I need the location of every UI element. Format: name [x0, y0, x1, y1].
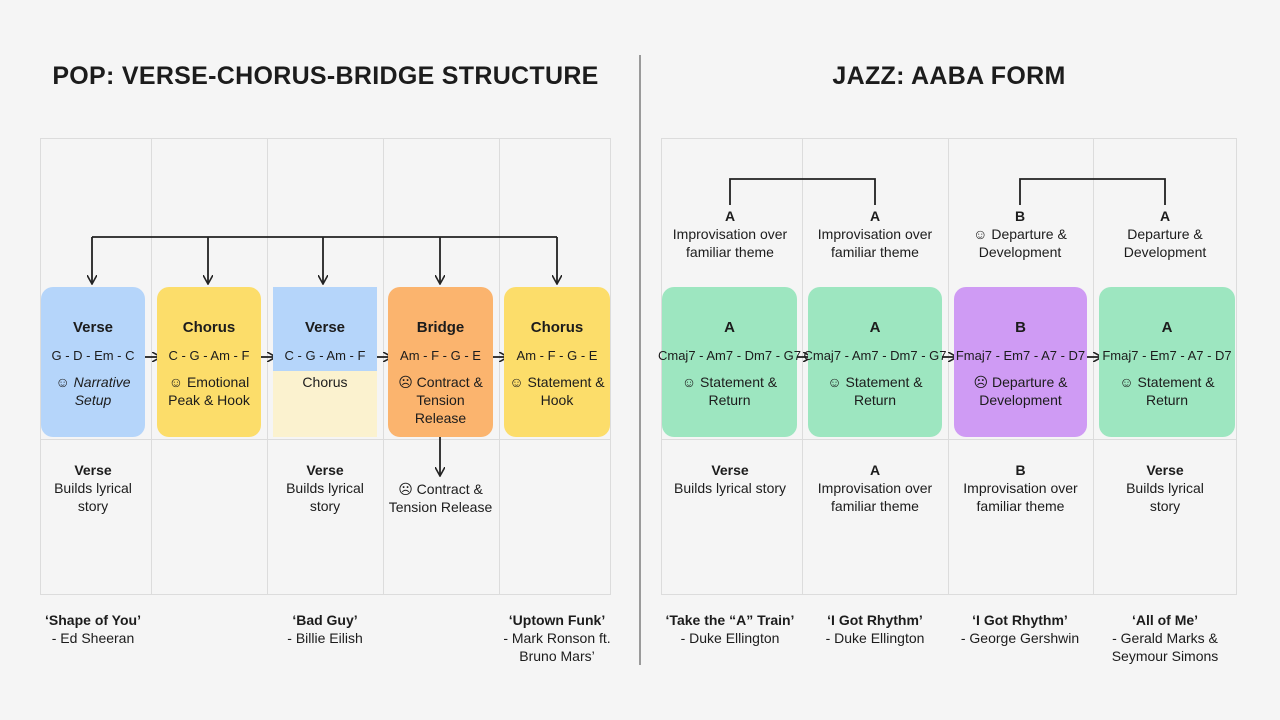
description-heading: Verse: [1146, 462, 1184, 478]
label-heading: A: [1159, 208, 1171, 224]
label-heading: A: [724, 208, 736, 224]
song-artist: - Duke Ellington: [680, 630, 780, 646]
jazz-description: Verse Builds lyrical story: [662, 461, 798, 497]
jazz-section-a-1: A Cmaj7 - Am7 - Dm7 - G7 ☺ Statement & R…: [658, 287, 801, 437]
song-artist: - Duke Ellington: [825, 630, 925, 646]
jazz-description: A Improvisation over familiar theme: [807, 461, 943, 515]
song-title: ‘Uptown Funk’: [508, 612, 606, 628]
section-name: A: [1161, 319, 1173, 336]
section-note: ☺ Statement & Return: [827, 374, 923, 408]
song-artist: - George Gershwin: [960, 630, 1080, 646]
song-artist: - Gerald Marks & Seymour Simons: [1111, 630, 1219, 664]
song-artist: - Ed Sheeran: [51, 630, 135, 646]
description-text: Improvisation over familiar theme: [817, 480, 933, 514]
section-note: ☺ Narrative Setup: [55, 374, 131, 408]
pop-section-chorus-2: Chorus Am - F - G - E ☺ Statement & Hook: [504, 287, 610, 437]
label-text: Improvisation over familiar theme: [817, 226, 933, 260]
chord-progression: C - G - Am - F: [168, 348, 250, 363]
description-text: ☹ Contract & Tension Release: [388, 481, 493, 515]
section-note: ☺ Statement & Return: [681, 374, 778, 408]
jazz-description: Verse Builds lyrical story: [1117, 461, 1213, 515]
description-heading: B: [1015, 462, 1026, 478]
jazz-song-example: ‘I Got Rhythm’ - Duke Ellington: [807, 611, 943, 647]
label-heading: B: [1014, 208, 1026, 224]
label-text: ☺ Departure & Development: [973, 226, 1067, 260]
description-text: Builds lyrical story: [54, 480, 132, 514]
section-name: A: [724, 319, 735, 336]
song-artist: - Mark Ronson ft. Bruno Mars’: [503, 630, 611, 664]
song-title: ‘I Got Rhythm’: [827, 612, 923, 628]
section-name: B: [1015, 319, 1026, 336]
section-name: Chorus: [530, 319, 584, 336]
pop-title: POP: VERSE-CHORUS-BRIDGE STRUCTURE: [52, 62, 599, 90]
pop-song-example: ‘Uptown Funk’ - Mark Ronson ft. Bruno Ma…: [497, 611, 617, 665]
song-title: ‘Shape of You’: [45, 612, 141, 628]
jazz-section-a-2: A Cmaj7 - Am7 - Dm7 - G7 ☺ Statement & R…: [803, 287, 947, 437]
chord-progression: Cmaj7 - Am7 - Dm7 - G7: [803, 348, 947, 363]
jazz-song-example: ‘Take the “A” Train’ - Duke Ellington: [658, 611, 802, 647]
jazz-top-label: B ☺ Departure & Development: [962, 207, 1078, 261]
section-note: ☺ Emotional Peak & Hook: [168, 374, 250, 408]
chord-progression: Am - F - G - E: [400, 348, 481, 363]
chord-progression: Am - F - G - E: [516, 348, 598, 363]
description-heading: Verse: [74, 462, 112, 478]
description-heading: Verse: [306, 462, 344, 478]
song-title: ‘All of Me’: [1131, 612, 1199, 628]
label-text: Improvisation over familiar theme: [672, 226, 788, 260]
section-name: Verse: [304, 319, 346, 336]
chord-progression: Fmaj7 - Em7 - A7 - D7: [1102, 348, 1232, 363]
pop-grid: [40, 138, 611, 595]
jazz-song-example: ‘I Got Rhythm’ - George Gershwin: [948, 611, 1092, 647]
song-title: ‘Bad Guy’: [292, 612, 358, 628]
description-text: Builds lyrical story: [1126, 480, 1204, 514]
section-note: ☺ Statement & Return: [1119, 374, 1215, 408]
section-note: ☹ Departure & Development: [973, 374, 1068, 408]
pop-description-3: Verse Builds lyrical story: [273, 461, 377, 515]
song-title: ‘I Got Rhythm’: [972, 612, 1068, 628]
section-name: Verse: [72, 319, 114, 336]
jazz-top-label: A Improvisation over familiar theme: [807, 207, 943, 261]
description-text: Improvisation over familiar theme: [963, 480, 1078, 514]
pop-description-bridge: ☹ Contract & Tension Release: [388, 480, 493, 516]
section-note: Chorus: [302, 374, 348, 390]
jazz-section-a-3: A Fmaj7 - Em7 - A7 - D7 ☺ Statement & Re…: [1099, 287, 1235, 437]
jazz-title: JAZZ: AABA FORM: [832, 62, 1066, 90]
description-heading: Verse: [711, 462, 749, 478]
description-text: Builds lyrical story: [673, 480, 787, 496]
chord-progression: Cmaj7 - Am7 - Dm7 - G7: [657, 348, 802, 363]
pop-section-verse-1: Verse G - D - Em - C ☺ Narrative Setup: [41, 287, 145, 437]
jazz-song-example: ‘All of Me’ - Gerald Marks & Seymour Sim…: [1103, 611, 1227, 665]
pop-section-chorus-1: Chorus C - G - Am - F ☺ Emotional Peak &…: [157, 287, 261, 437]
pop-section-bridge: Bridge Am - F - G - E ☹ Contract & Tensi…: [388, 287, 493, 437]
section-name: A: [869, 319, 881, 336]
chord-progression: G - D - Em - C: [51, 348, 135, 363]
song-title: ‘Take the “A” Train’: [665, 612, 795, 628]
label-heading: A: [869, 208, 881, 224]
label-text: Departure & Development: [1123, 226, 1207, 260]
description-text: Builds lyrical story: [286, 480, 364, 514]
jazz-description: B Improvisation over familiar theme: [952, 461, 1089, 515]
pop-description-1: Verse Builds lyrical story: [41, 461, 145, 515]
chord-progression: Fmaj7 - Em7 - A7 - D7: [955, 348, 1086, 363]
pop-section-verse-2: Verse C - G - Am - F Chorus: [273, 287, 377, 437]
section-name: Bridge: [416, 319, 465, 336]
section-note: ☹ Contract & Tension Release: [398, 374, 483, 426]
chord-progression: C - G - Am - F: [284, 348, 366, 363]
jazz-top-label: A Departure & Development: [1107, 207, 1223, 261]
jazz-grid: [661, 138, 1237, 595]
jazz-section-b: B Fmaj7 - Em7 - A7 - D7 ☹ Departure & De…: [954, 287, 1087, 437]
song-artist: - Billie Eilish: [287, 630, 363, 646]
section-note: ☺ Statement & Hook: [509, 374, 605, 408]
panel-divider: [639, 55, 641, 665]
jazz-top-label: A Improvisation over familiar theme: [662, 207, 798, 261]
pop-song-example: ‘Shape of You’ - Ed Sheeran: [35, 611, 151, 647]
pop-song-example: ‘Bad Guy’ - Billie Eilish: [266, 611, 384, 647]
description-heading: A: [869, 462, 881, 478]
section-name: Chorus: [182, 319, 236, 336]
